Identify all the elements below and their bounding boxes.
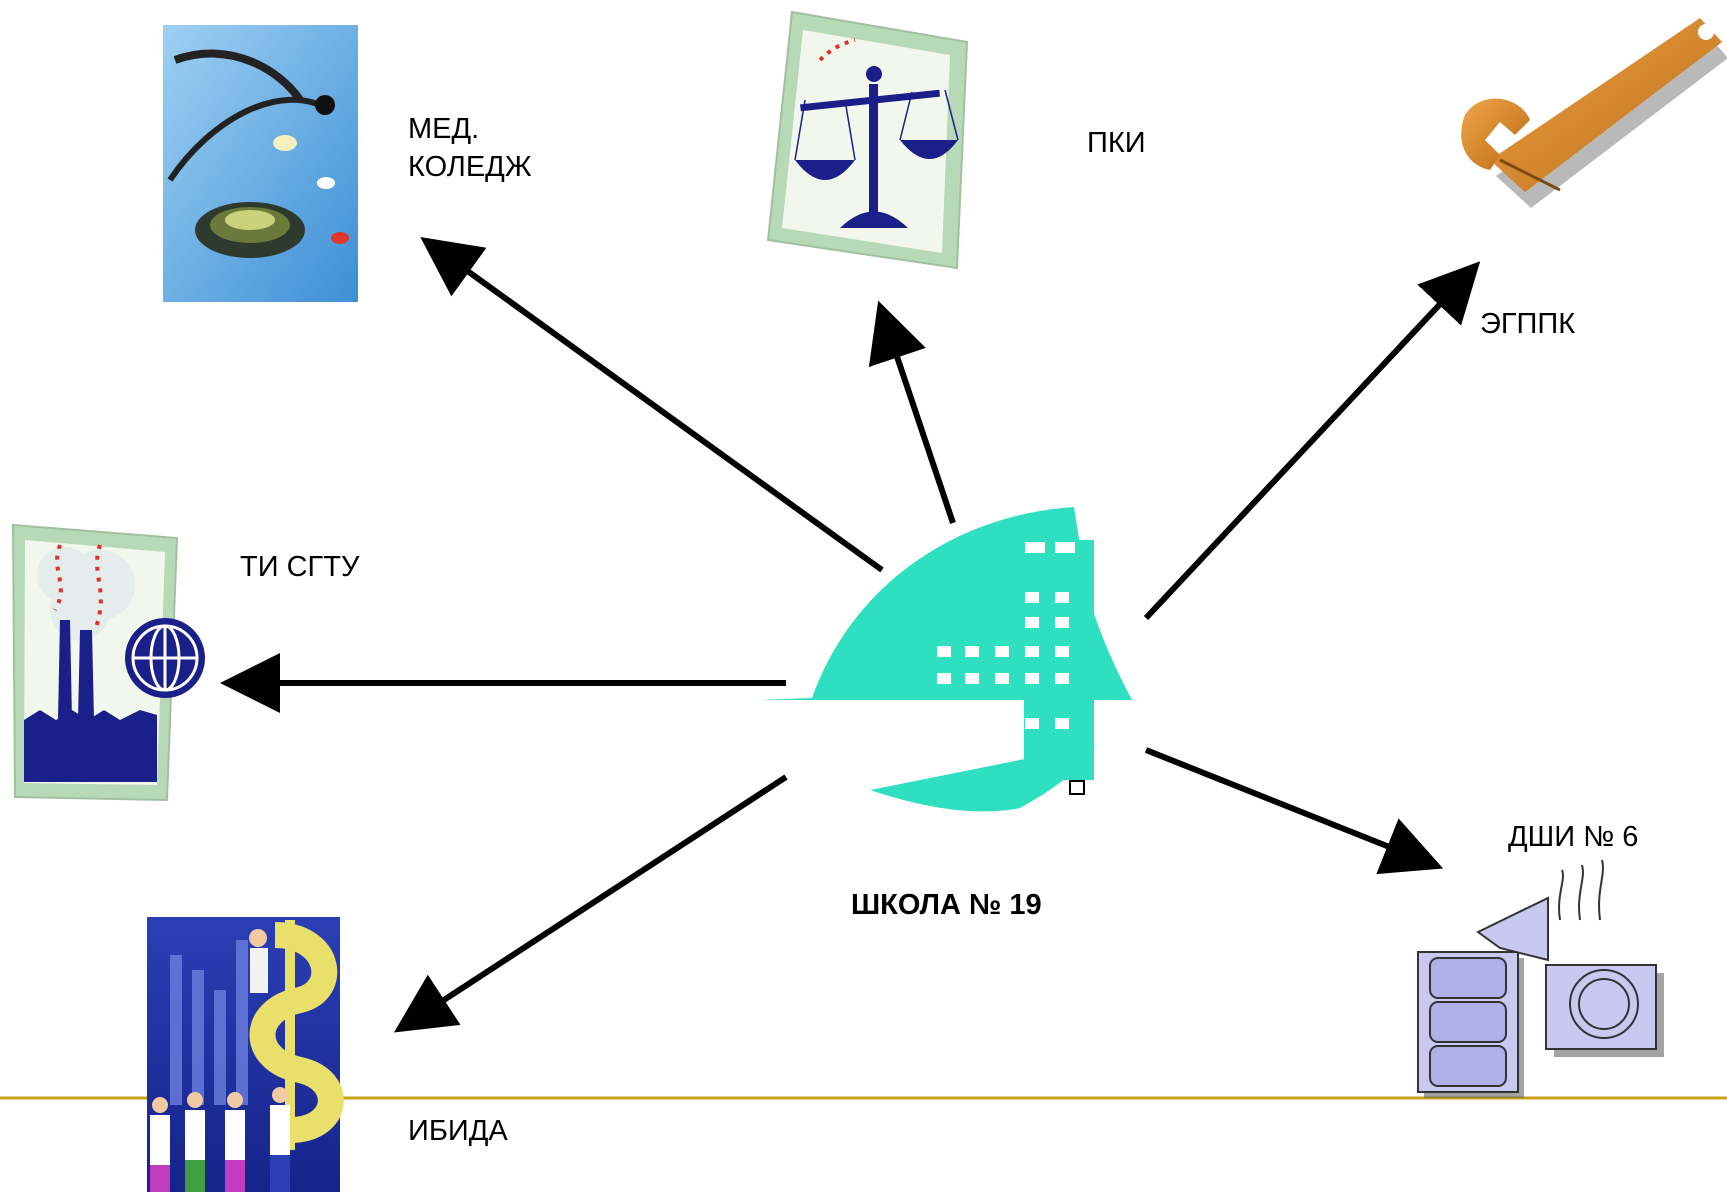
arrow-to-pki [868,300,956,524]
label-ti: ТИ СГТУ [240,551,360,583]
label-center-school: ШКОЛА № 19 [851,889,1042,921]
arrow-to-dshi [1144,747,1444,875]
film-camera-icon [1417,859,1664,1098]
label-pki: ПКИ [1087,127,1146,159]
stethoscope-photo [163,25,358,302]
scales-of-justice-icon [766,10,969,270]
label-egppk: ЭГППК [1480,308,1576,340]
factory-globe-icon [11,523,205,802]
school-building-icon [760,507,1132,812]
label-med-line1: МЕД. [408,113,480,145]
label-med-line2: КОЛЕДЖ [408,151,532,183]
business-people-dollar-icon [147,917,344,1192]
arrows [220,236,1481,1033]
arrow-to-med [420,236,884,573]
arrow-to-egppk [1143,261,1481,621]
arrow-to-ibida [393,774,788,1033]
label-ibida: ИБИДА [408,1115,508,1147]
wrench-icon [1461,18,1727,208]
label-dshi: ДШИ № 6 [1508,821,1639,853]
